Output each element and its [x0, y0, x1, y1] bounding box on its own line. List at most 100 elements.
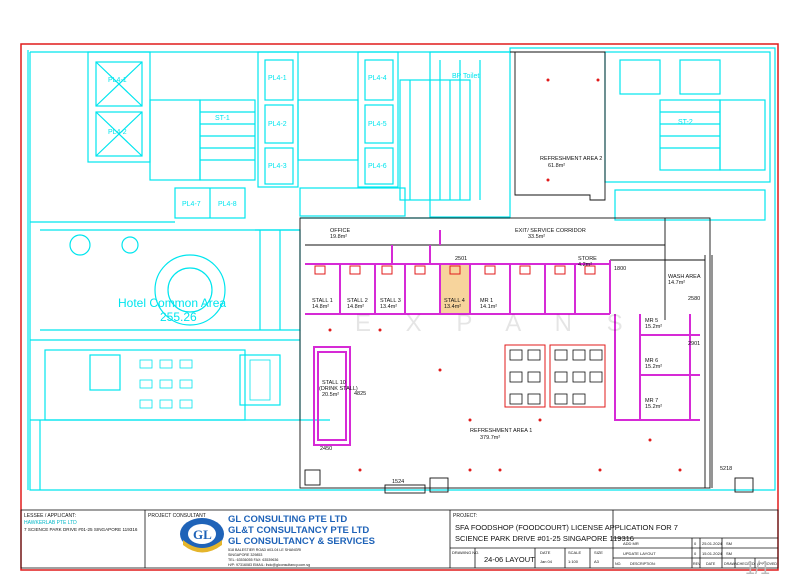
lift-label-c: PL4-3 [268, 163, 287, 170]
mr-a-area: 15.2m² [645, 324, 662, 330]
mr-1-label: MR 1 [480, 298, 493, 304]
column-description: DESCRIPTION: [630, 562, 656, 566]
store-area: 4.2m² [578, 262, 592, 268]
project-line-1: SFA FOODSHOP (FOODCOURT) LICENSE APPLICA… [455, 523, 678, 532]
lift-label-e: PL4-5 [368, 121, 387, 128]
revision-2-description: UPDATE LAYOUT [623, 551, 656, 556]
lift-label-h: PL4-8 [218, 201, 237, 208]
mr-c-area: 15.2m² [645, 404, 662, 410]
revision-2-date: 15.01.2024 [702, 551, 723, 556]
company-name-1: GL CONSULTING PTE LTD [228, 514, 347, 525]
exit-corridor-area: 33.5m² [528, 234, 545, 240]
size-label: SIZE [594, 550, 603, 555]
dimension-label-6: 2501 [455, 256, 467, 262]
new-layout-labels: REFRESHMENT AREA 2 61.8m² OFFICE 19.8m² … [312, 156, 732, 485]
svg-text:GL: GL [193, 527, 212, 542]
revision-1-description: ADD MR [623, 541, 639, 546]
office-label: OFFICE [330, 228, 350, 234]
stall-3-label: STALL 3 [380, 298, 401, 304]
lift-label-g: PL4-7 [182, 201, 201, 208]
dimension-label-1: 2450 [320, 446, 332, 452]
lift-pl4-2-label: PL4-2 [108, 129, 127, 136]
mr-b-label: MR 6 [645, 358, 658, 364]
refreshment-2-area: 61.8m² [548, 163, 565, 169]
column-no: NO. [615, 562, 621, 566]
stall-2-area: 14.8m² [347, 304, 364, 310]
watermark: E X P A N S [355, 310, 637, 337]
stall-10-sub: (DRINK STALL) [319, 386, 358, 392]
scale-label: SCALE [568, 550, 581, 555]
column-checked: CHECKED [737, 562, 755, 566]
dimension-label-4: 1800 [614, 266, 626, 272]
dimension-label-7: 2901 [688, 341, 700, 347]
stall-1-label: STALL 1 [312, 298, 333, 304]
common-area-label: Hotel Common Area [118, 296, 226, 310]
revision-1-by: SM [726, 541, 732, 546]
company-name-3: GL CONSULTANCY & SERVICES [228, 536, 375, 547]
lift-label-b: PL4-2 [268, 121, 287, 128]
date-value: Jan 04 [540, 559, 553, 564]
dimension-label-2: 1524 [392, 479, 404, 485]
scale-value: 1:100 [568, 559, 579, 564]
store-label: STORE [578, 256, 597, 262]
exit-corridor-label: EXIT/ SERVICE CORRIDOR [515, 228, 586, 234]
dimension-label-5: 2580 [688, 296, 700, 302]
consultant-address-3: TEL: 63536055 FAX: 63539636 [228, 558, 278, 562]
stair-st2-label: ST-2 [678, 119, 693, 126]
gl-logo-icon: GL [180, 518, 224, 553]
stall-3-area: 13.4m² [380, 304, 397, 310]
title-block-text: LESSEE / APPLICANT: HAWKERLAB PTE LTD 7 … [24, 513, 777, 567]
stair-st1-label: ST-1 [215, 115, 230, 122]
ceiling-points [328, 78, 682, 472]
stall-4-label: STALL 4 [444, 298, 465, 304]
office-area: 19.8m² [330, 234, 347, 240]
consultant-address-4: H/P: 97316083 EMAIL: lhdc@glconsultancy.… [228, 563, 310, 567]
project-label: PROJECT: [453, 513, 477, 519]
project-line-2: SCIENCE PARK DRIVE #01-25 SINGAPORE 1193… [455, 534, 634, 543]
size-value: A3 [594, 559, 600, 564]
lift-label-d: PL4-4 [368, 75, 387, 82]
company-name-2: GL&T CONSULTANCY PTE LTD [228, 525, 369, 536]
stall-2-label: STALL 2 [347, 298, 368, 304]
lift-pl4-1-label: PL4-1 [108, 77, 127, 84]
dimension-label-8: 4825 [354, 391, 366, 397]
revision-2-no: 0 [694, 551, 697, 556]
lessee-label: LESSEE / APPLICANT: [24, 513, 76, 519]
date-label: DATE [540, 550, 551, 555]
existing-building-labels: PL4-1 PL4-2 PL4-1 PL4-2 PL4-3 PL4-4 PL4-… [108, 73, 693, 324]
highlighted-stall [440, 264, 470, 314]
column-rev: REV [693, 562, 701, 566]
drawing-no-label: DRAWING NO. [452, 550, 479, 555]
column-approved: APPROVED [757, 562, 777, 566]
lift-label-f: PL4-6 [368, 163, 387, 170]
stall-10-area: 20.5m² [322, 392, 339, 398]
mr-b-area: 15.2m² [645, 364, 662, 370]
common-area-value: 255.26 [160, 310, 197, 324]
consultant-label: PROJECT CONSULTANT [148, 513, 206, 519]
consultant-address-2: SINGAPORE 329853 [228, 553, 262, 557]
lift-label-a: PL4-1 [268, 75, 287, 82]
consultant-address-1: 518 BALESTIER ROAD #03-04 LE SHANGRI [228, 548, 301, 552]
dimension-label-3: 5218 [720, 466, 732, 472]
refreshment-1-label: REFRESHMENT AREA 1 [470, 428, 532, 434]
title-block-frame [20, 509, 779, 569]
mr-c-label: MR 7 [645, 398, 658, 404]
stall-4-area: 13.4m² [444, 304, 461, 310]
stall-1-area: 14.8m² [312, 304, 329, 310]
stall-partitions [305, 230, 700, 446]
revision-1-no: 0 [694, 541, 697, 546]
bp-toilet-label: BP Toilet [452, 73, 479, 80]
drawing-title: 24-06 LAYOUT [484, 555, 535, 564]
refreshment-1-area: 379.7m² [480, 435, 500, 441]
stall-10-label: STALL 10 [322, 380, 346, 386]
new-layout-lines [299, 51, 754, 494]
revision-2-by: SM [726, 551, 732, 556]
refreshment-2-label: REFRESHMENT AREA 2 [540, 156, 602, 162]
column-date: DATE [706, 562, 716, 566]
revision-1-date: 25.01.2024 [702, 541, 723, 546]
mr-a-label: MR 5 [645, 318, 658, 324]
column-drawn: DRAWN [724, 562, 738, 566]
lessee-name: HAWKERLAB PTE LTD [24, 520, 77, 526]
page-number: 1/1 [744, 558, 770, 578]
